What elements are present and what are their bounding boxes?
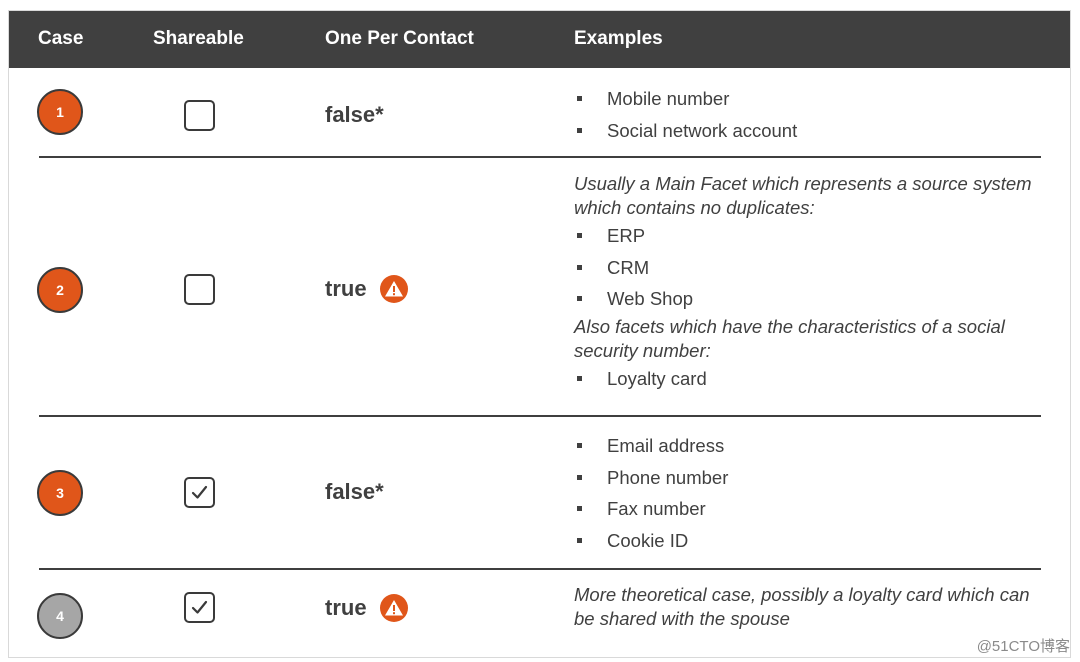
- table-row-case-1: 1 false* Mobile number Social network ac…: [9, 68, 1070, 157]
- row-divider: [39, 415, 1041, 417]
- one-per-contact-value: false*: [325, 479, 384, 504]
- square-bullet-icon: [577, 474, 582, 480]
- square-bullet-icon: [577, 537, 582, 543]
- header-one-per-contact: One Per Contact: [325, 28, 474, 49]
- examples-list: Mobile number Social network account: [574, 83, 1049, 146]
- checkmark-icon: [191, 600, 208, 614]
- list-item: Web Shop: [574, 283, 1049, 315]
- examples-intro: Usually a Main Facet which represents a …: [574, 173, 1032, 218]
- square-bullet-icon: [577, 375, 582, 381]
- table-row-case-2: 2 true Usually a Main Facet which repres…: [9, 158, 1070, 416]
- one-per-contact-value: true: [325, 595, 367, 620]
- table-header: Case Shareable One Per Contact Examples: [9, 11, 1070, 68]
- examples-intro: More theoretical case, possibly a loyalt…: [574, 584, 1030, 629]
- case-number-badge: 3: [37, 470, 83, 516]
- list-item: Fax number: [574, 493, 1049, 525]
- list-item: Social network account: [574, 115, 1049, 147]
- one-per-contact-value: false*: [325, 102, 384, 127]
- list-item: Email address: [574, 430, 1049, 462]
- shareable-checkbox: [184, 274, 215, 305]
- checkmark-icon: [191, 485, 208, 499]
- table-row-case-4: 4 true More theoretical case, possibly a…: [9, 570, 1070, 657]
- list-item: Loyalty card: [574, 363, 1049, 395]
- examples-list: Loyalty card: [574, 363, 1049, 395]
- list-item: Mobile number: [574, 83, 1049, 115]
- square-bullet-icon: [577, 506, 582, 511]
- examples-cell: Usually a Main Facet which represents a …: [574, 172, 1049, 394]
- examples-cell: More theoretical case, possibly a loyalt…: [574, 583, 1049, 631]
- square-bullet-icon: [577, 233, 582, 238]
- facet-cases-table: Case Shareable One Per Contact Examples …: [8, 10, 1071, 658]
- row-divider: [39, 568, 1041, 570]
- list-item: Phone number: [574, 462, 1049, 494]
- shareable-checkbox: [184, 477, 215, 508]
- header-case: Case: [38, 28, 84, 49]
- square-bullet-icon: [577, 264, 582, 270]
- case-number-badge: 1: [37, 89, 83, 135]
- watermark: @51CTO博客: [976, 638, 1070, 655]
- header-shareable: Shareable: [153, 28, 244, 49]
- list-item: CRM: [574, 252, 1049, 284]
- case-number-badge: 2: [37, 267, 83, 313]
- examples-cell: Mobile number Social network account: [574, 83, 1049, 146]
- warning-triangle-icon: [380, 275, 408, 303]
- list-item: ERP: [574, 220, 1049, 252]
- warning-triangle-icon: [380, 594, 408, 622]
- case-number-badge: 4: [37, 593, 83, 639]
- table-row-case-3: 3 false* Email address Phone number Fax …: [9, 417, 1070, 568]
- one-per-contact-value: true: [325, 276, 367, 301]
- header-examples: Examples: [574, 28, 663, 49]
- examples-list: Email address Phone number Fax number Co…: [574, 430, 1049, 556]
- row-divider: [39, 156, 1041, 158]
- examples-list: ERP CRM Web Shop: [574, 220, 1049, 315]
- square-bullet-icon: [577, 443, 582, 448]
- square-bullet-icon: [577, 127, 582, 133]
- list-item: Cookie ID: [574, 525, 1049, 557]
- examples-note: Also facets which have the characteristi…: [574, 315, 1005, 361]
- square-bullet-icon: [577, 96, 582, 101]
- shareable-checkbox: [184, 100, 215, 131]
- examples-cell: Email address Phone number Fax number Co…: [574, 430, 1049, 556]
- shareable-checkbox: [184, 592, 215, 623]
- square-bullet-icon: [577, 296, 582, 301]
